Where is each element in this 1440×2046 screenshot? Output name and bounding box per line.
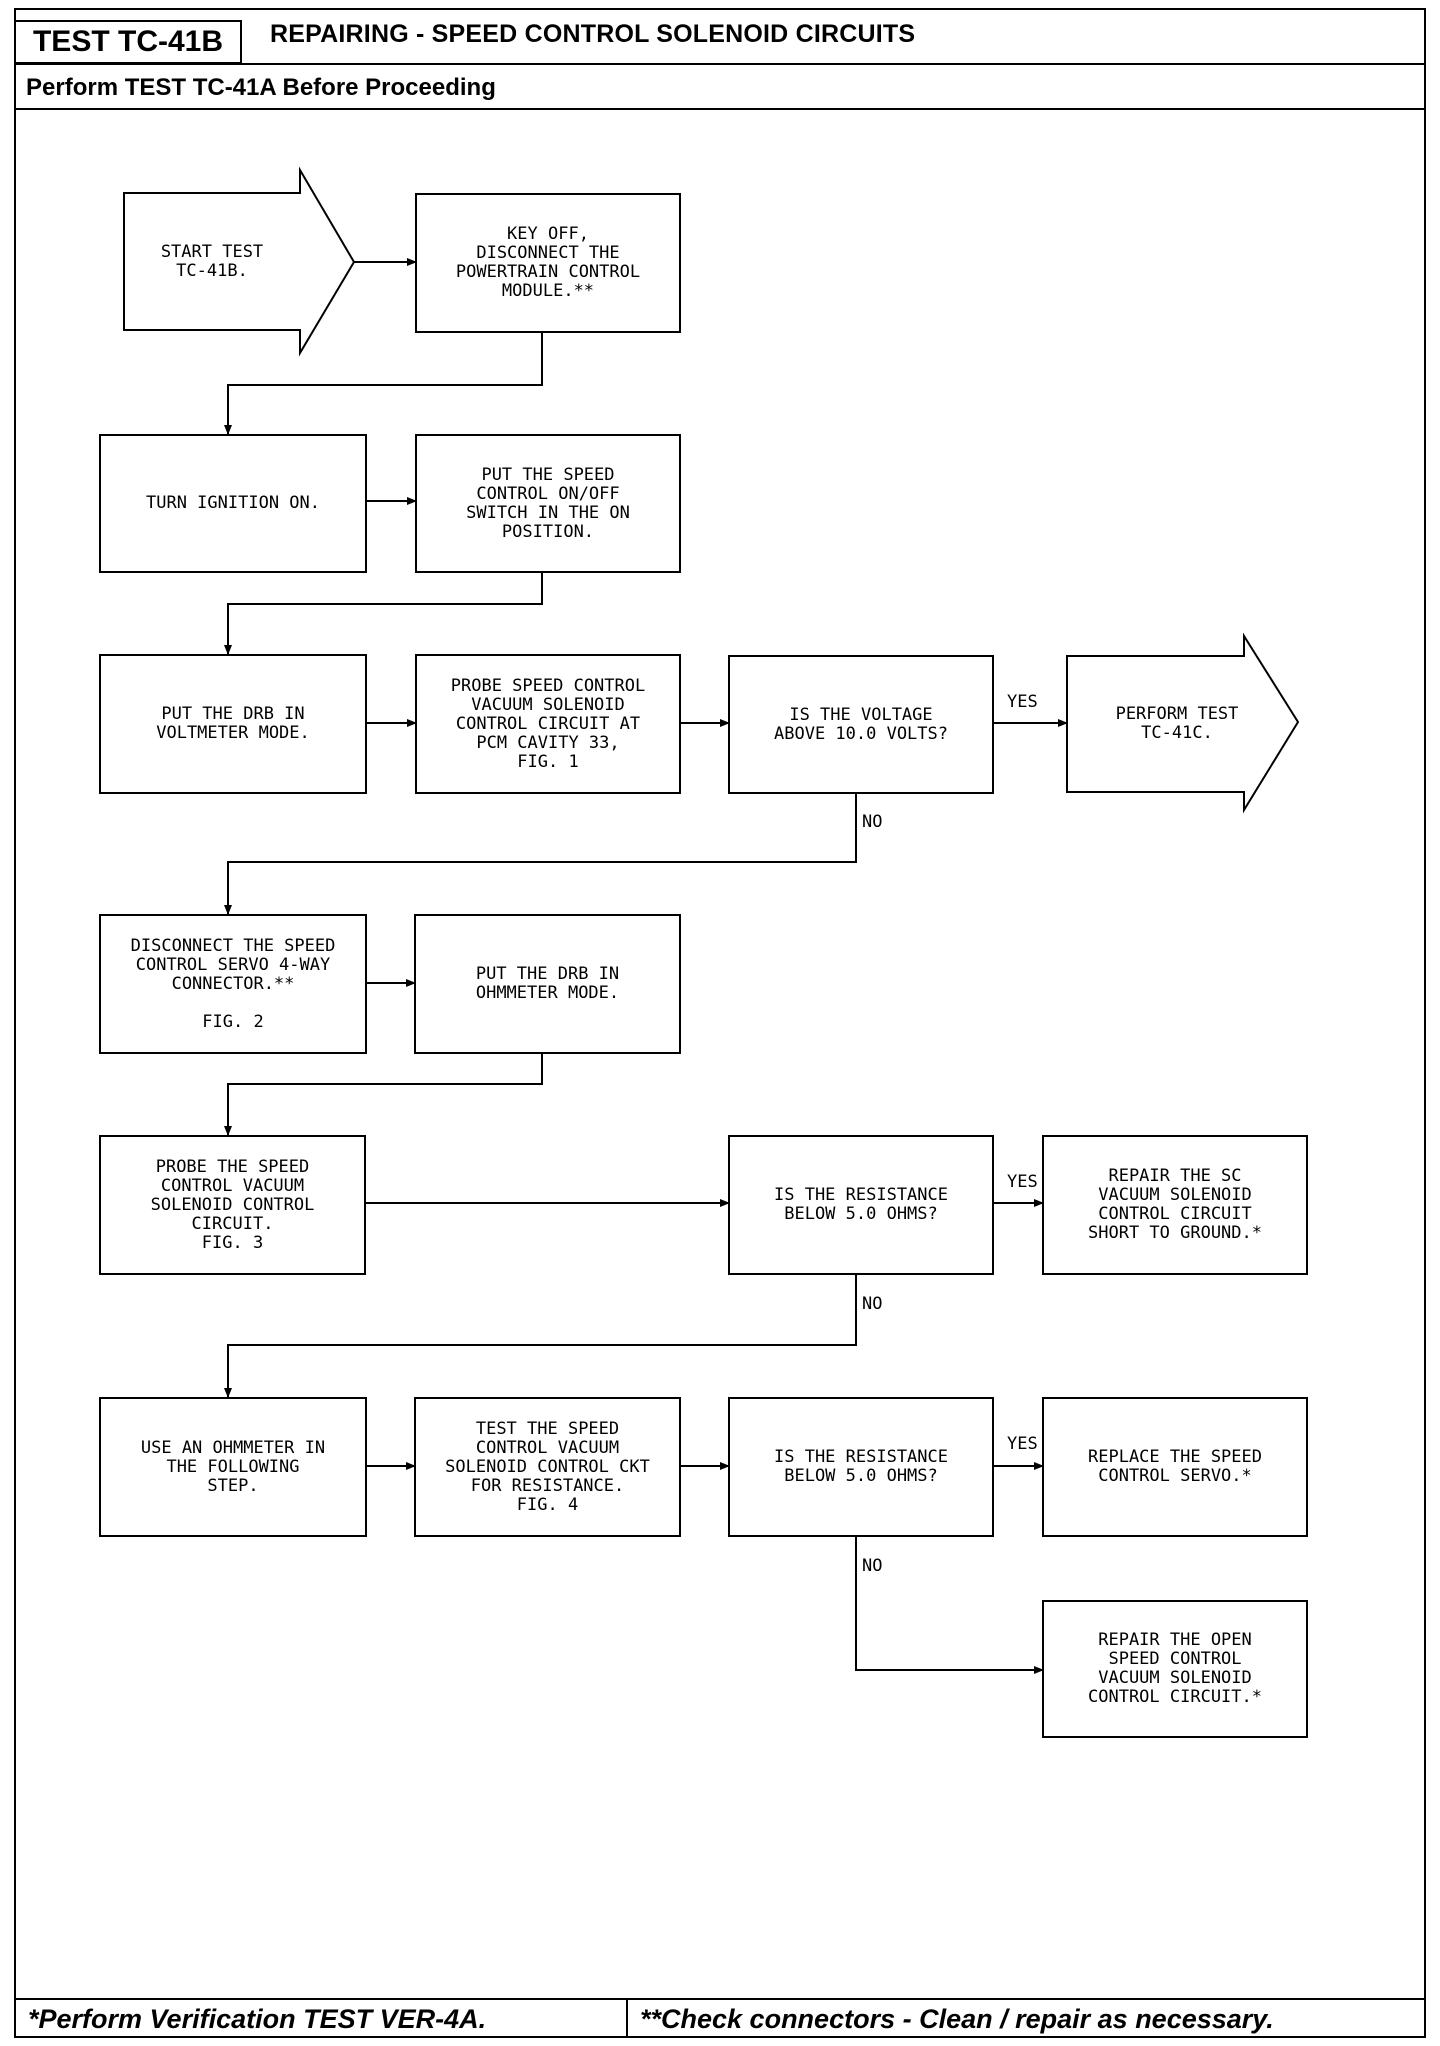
step-probe-solenoid: PROBE THE SPEED CONTROL VACUUM SOLENOID … (99, 1135, 366, 1275)
footer-divider (14, 1998, 1426, 2000)
step-drb-ohmmeter-text: PUT THE DRB IN OHMMETER MODE. (475, 964, 620, 1003)
perform-tc41c-label: PERFORM TEST TC-41C. (1115, 704, 1239, 743)
step-drb-voltmeter: PUT THE DRB IN VOLTMETER MODE. (99, 654, 367, 794)
step-test-resistance-text: TEST THE SPEED CONTROL VACUUM SOLENOID C… (445, 1418, 650, 1515)
decision-resistance-2: IS THE RESISTANCE BELOW 5.0 OHMS? (728, 1397, 994, 1537)
prerequisite-note: Perform TEST TC-41A Before Proceeding (26, 74, 496, 101)
step-repair-open-text: REPAIR THE OPEN SPEED CONTROL VACUUM SOL… (1088, 1630, 1262, 1707)
decision-resistance-1-text: IS THE RESISTANCE BELOW 5.0 OHMS? (774, 1185, 948, 1224)
step-disconnect-servo-text: DISCONNECT THE SPEED CONTROL SERVO 4-WAY… (130, 935, 336, 1032)
start-arrow-shape (123, 166, 356, 357)
step-key-off: KEY OFF, DISCONNECT THE POWERTRAIN CONTR… (415, 193, 681, 333)
start-test-label: START TEST TC-41B. (160, 241, 264, 281)
step-ignition-on: TURN IGNITION ON. (99, 434, 367, 573)
decision-voltage-text: IS THE VOLTAGE ABOVE 10.0 VOLTS? (774, 704, 948, 744)
step-drb-voltmeter-text: PUT THE DRB IN VOLTMETER MODE. (156, 704, 310, 743)
step-use-ohmmeter-text: USE AN OHMMETER IN THE FOLLOWING STEP. (140, 1437, 326, 1496)
decision-resistance-1: IS THE RESISTANCE BELOW 5.0 OHMS? (728, 1135, 994, 1275)
step-sc-switch-on: PUT THE SPEED CONTROL ON/OFF SWITCH IN T… (415, 434, 681, 573)
yes-label-voltage: YES (1007, 692, 1038, 712)
step-probe-cavity-text: PROBE SPEED CONTROL VACUUM SOLENOID CONT… (450, 675, 646, 772)
step-disconnect-servo: DISCONNECT THE SPEED CONTROL SERVO 4-WAY… (99, 914, 367, 1054)
page-title: REPAIRING - SPEED CONTROL SOLENOID CIRCU… (270, 20, 916, 48)
step-use-ohmmeter: USE AN OHMMETER IN THE FOLLOWING STEP. (99, 1397, 367, 1537)
step-key-off-text: KEY OFF, DISCONNECT THE POWERTRAIN CONTR… (455, 224, 641, 301)
no-label-voltage: NO (862, 812, 883, 832)
decision-voltage: IS THE VOLTAGE ABOVE 10.0 VOLTS? (728, 655, 994, 794)
footer-separator (626, 1998, 628, 2038)
footer-verification-note: *Perform Verification TEST VER-4A. (28, 2004, 487, 2034)
step-repair-short: REPAIR THE SC VACUUM SOLENOID CONTROL CI… (1042, 1135, 1308, 1275)
step-ignition-on-text: TURN IGNITION ON. (146, 493, 320, 513)
step-sc-switch-on-text: PUT THE SPEED CONTROL ON/OFF SWITCH IN T… (466, 464, 630, 542)
no-label-resistance-2: NO (862, 1556, 883, 1576)
step-repair-short-text: REPAIR THE SC VACUUM SOLENOID CONTROL CI… (1088, 1166, 1262, 1243)
step-repair-open: REPAIR THE OPEN SPEED CONTROL VACUUM SOL… (1042, 1600, 1308, 1738)
footer-connector-note: **Check connectors - Clean / repair as n… (640, 2004, 1274, 2034)
header-divider-bottom (14, 108, 1426, 110)
decision-resistance-2-text: IS THE RESISTANCE BELOW 5.0 OHMS? (774, 1447, 948, 1486)
yes-label-resistance-2: YES (1007, 1434, 1038, 1454)
page-frame (14, 8, 1426, 2038)
step-drb-ohmmeter: PUT THE DRB IN OHMMETER MODE. (414, 914, 681, 1054)
header-divider (14, 63, 1426, 65)
step-probe-cavity: PROBE SPEED CONTROL VACUUM SOLENOID CONT… (415, 654, 681, 794)
yes-label-resistance-1: YES (1007, 1172, 1038, 1192)
step-replace-servo: REPLACE THE SPEED CONTROL SERVO.* (1042, 1397, 1308, 1537)
step-test-resistance: TEST THE SPEED CONTROL VACUUM SOLENOID C… (414, 1397, 681, 1537)
step-replace-servo-text: REPLACE THE SPEED CONTROL SERVO.* (1088, 1447, 1262, 1486)
perform-tc41c-arrow-shape (1066, 632, 1300, 814)
no-label-resistance-1: NO (862, 1294, 883, 1314)
step-probe-solenoid-text: PROBE THE SPEED CONTROL VACUUM SOLENOID … (150, 1156, 315, 1253)
